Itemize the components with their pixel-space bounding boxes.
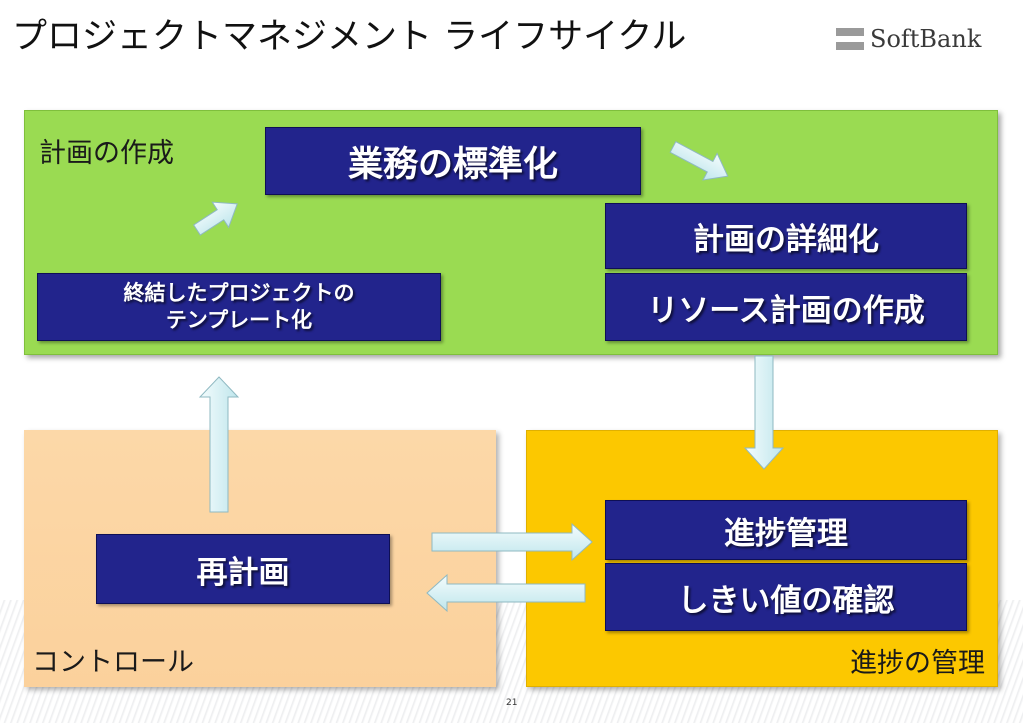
control-panel-label: コントロール bbox=[32, 647, 194, 678]
arrow-standardize-to-detail-icon bbox=[669, 141, 729, 181]
box-template-line1: 終結したプロジェクトの bbox=[123, 281, 355, 305]
box-standardize: 業務の標準化 bbox=[265, 127, 641, 195]
box-progress-track: 進捗管理 bbox=[605, 500, 967, 560]
box-plan-detail: 計画の詳細化 bbox=[605, 203, 967, 269]
page-number: 21 bbox=[506, 698, 518, 708]
arrow-control-to-progress-icon bbox=[431, 522, 593, 562]
box-replan: 再計画 bbox=[96, 534, 390, 604]
softbank-logo: SoftBank bbox=[836, 24, 981, 54]
progress-panel-label: 進捗の管理 bbox=[850, 648, 985, 679]
box-template-line2: テンプレート化 bbox=[165, 308, 313, 332]
arrow-progress-to-control-icon bbox=[426, 573, 586, 613]
plan-panel-label: 計画の作成 bbox=[39, 138, 174, 169]
slide-title: プロジェクトマネジメント ライフサイクル bbox=[12, 17, 687, 57]
logo-mark-icon bbox=[836, 28, 864, 50]
arrow-template-to-standardize-icon bbox=[193, 201, 238, 236]
box-template: 終結したプロジェクトの テンプレート化 bbox=[37, 273, 441, 341]
box-threshold-check: しきい値の確認 bbox=[605, 563, 967, 631]
box-resource-plan: リソース計画の作成 bbox=[605, 273, 967, 341]
arrow-control-to-plan-icon bbox=[198, 376, 240, 513]
logo-text: SoftBank bbox=[870, 25, 982, 53]
arrow-plan-to-progress-icon bbox=[743, 355, 785, 470]
